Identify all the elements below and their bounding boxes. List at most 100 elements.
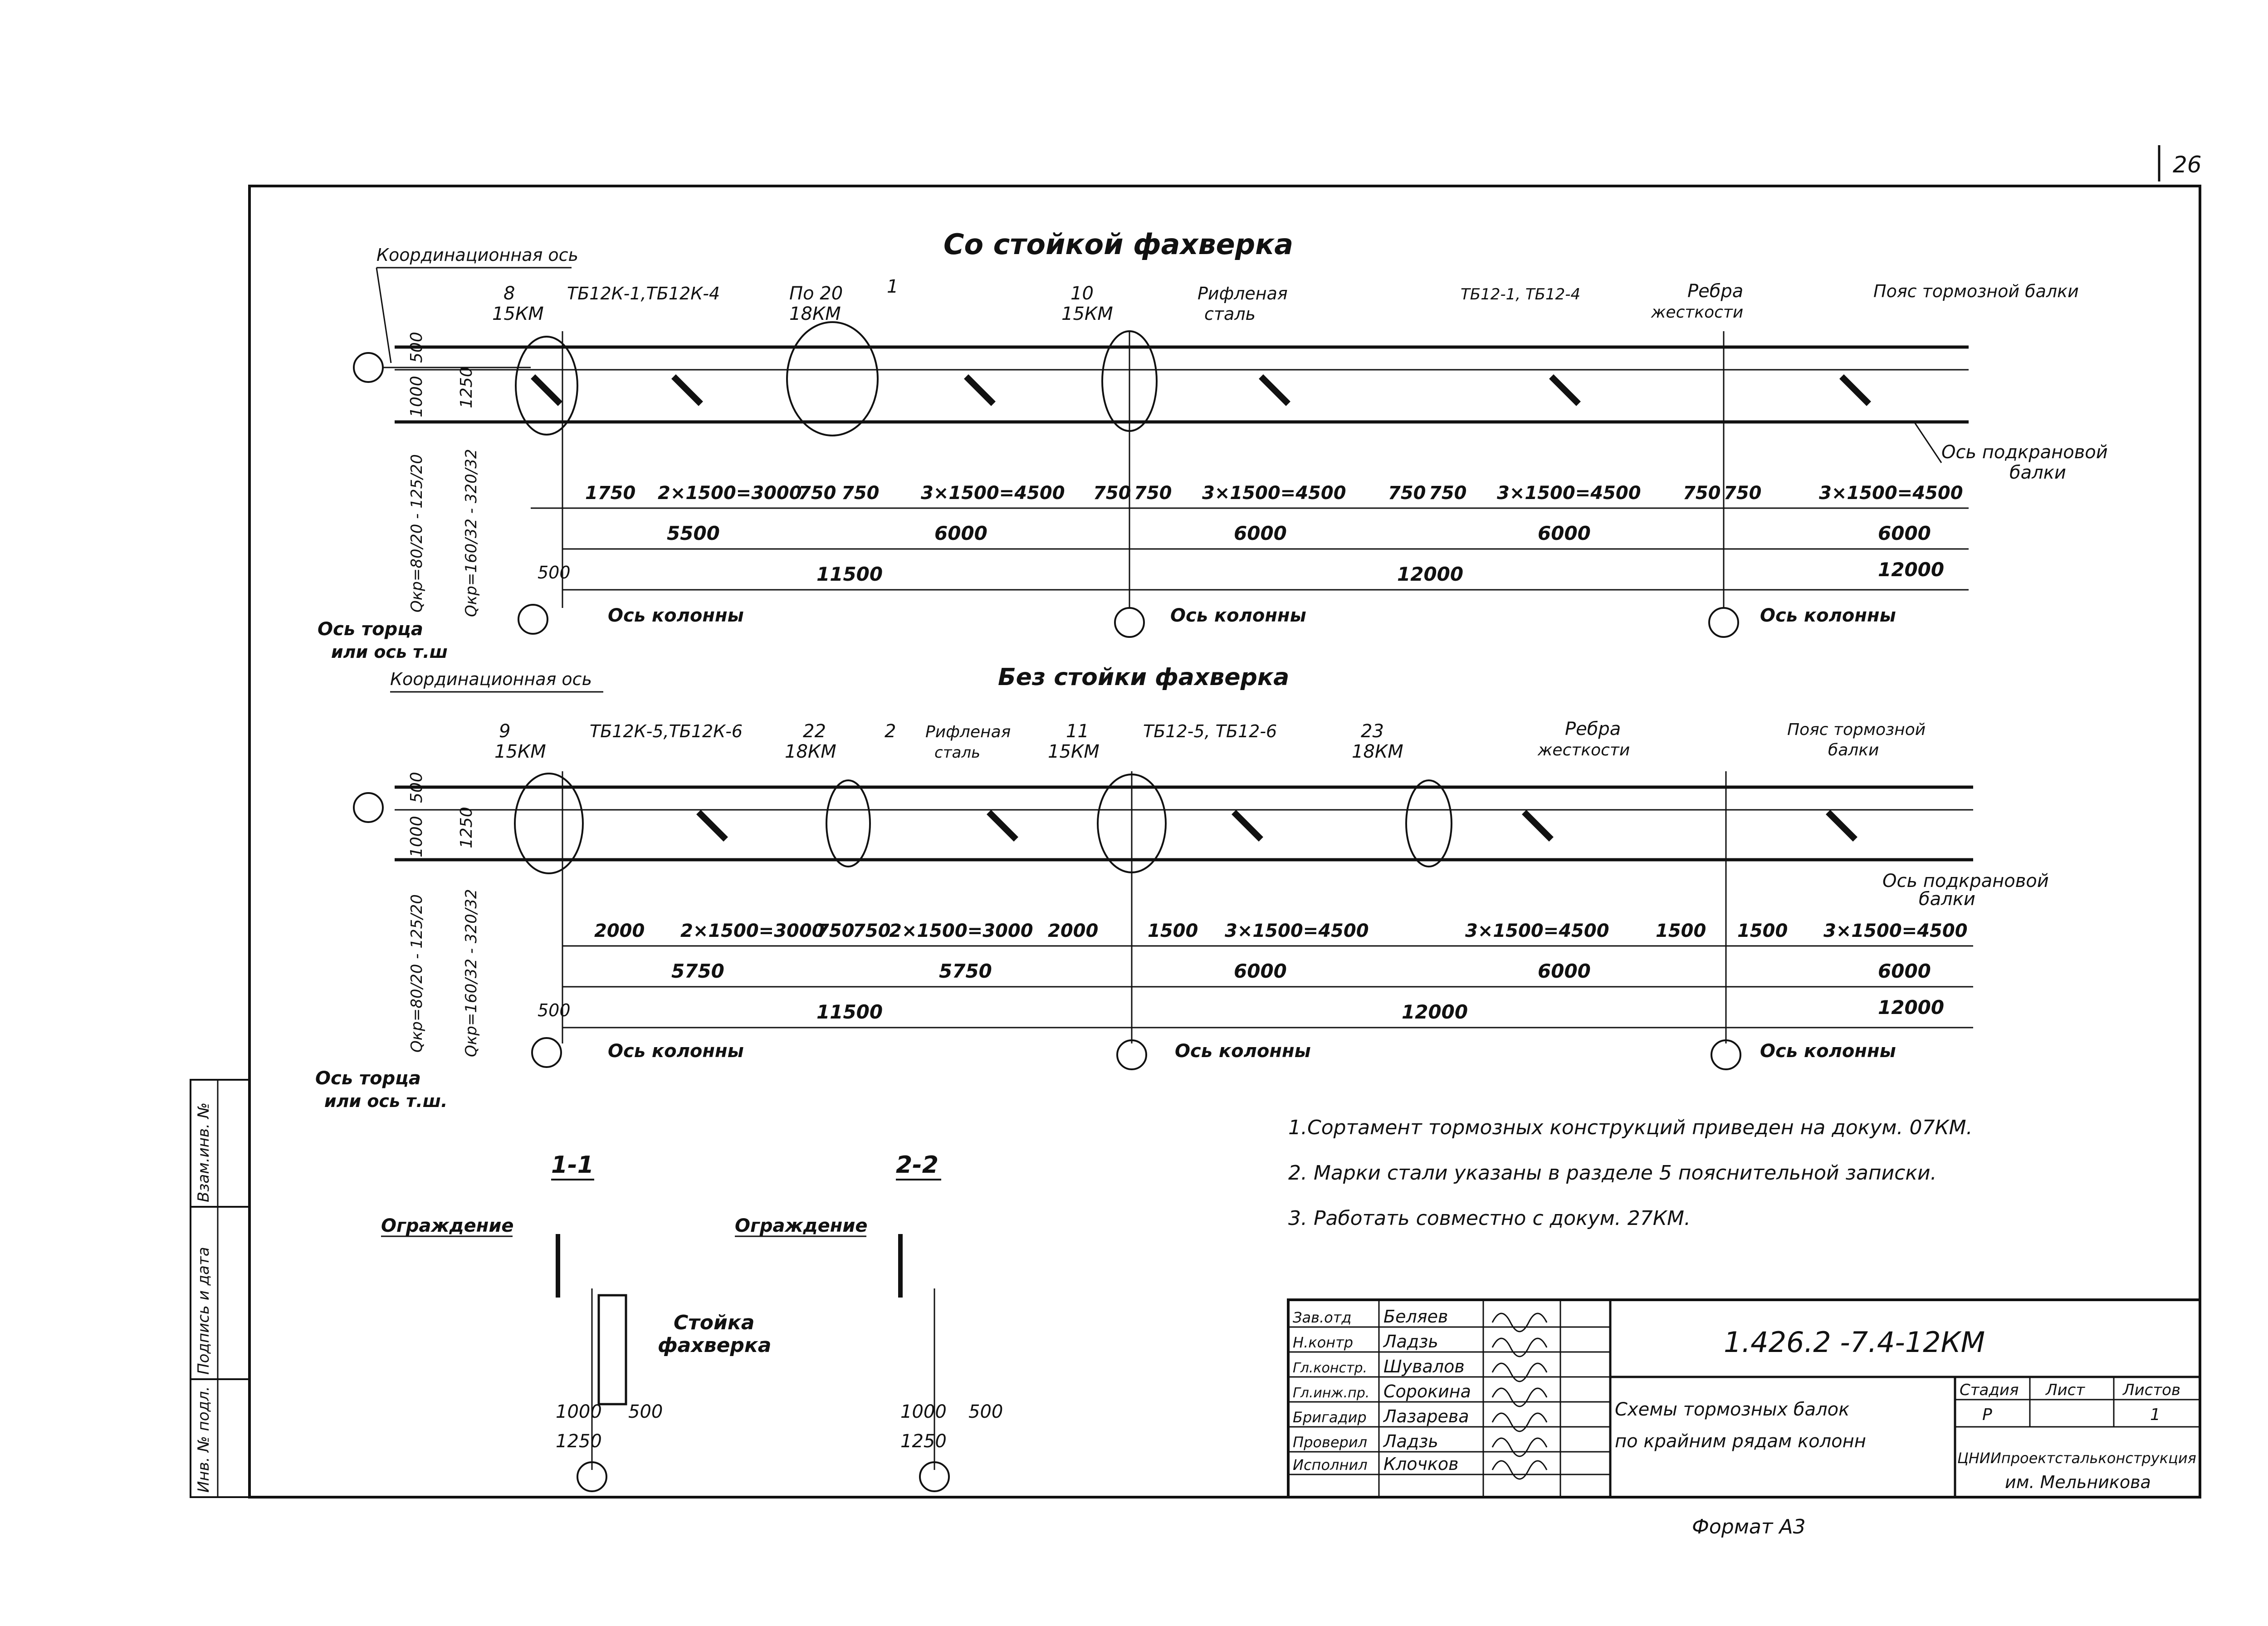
plan2-callout-ring-1	[514, 773, 584, 874]
section-dimension: 500	[628, 1401, 663, 1422]
plan1-coord-axis-bubble	[353, 352, 384, 383]
span-dimension: 750	[853, 921, 891, 941]
section-1-axis-bubble	[577, 1461, 607, 1492]
margin-label: Инв. № подл.	[195, 1386, 213, 1493]
span-dimension: 6000	[1538, 960, 1591, 982]
span-dimension: 750	[1724, 483, 1762, 504]
note-line: 3. Работать совместно с докум. 27КМ.	[1288, 1207, 1691, 1230]
plan1-column-bubble-2	[1114, 607, 1145, 638]
plan2-end-axis-bubble	[531, 1037, 562, 1068]
span-dimension: 3×1500=4500	[1819, 483, 1963, 504]
plan2-hatch-1	[696, 810, 728, 842]
plan1-coord-axis-label: Координационная ось	[376, 245, 578, 265]
left-dimension: 1250	[457, 807, 476, 848]
span-dimension: 750	[1093, 483, 1131, 504]
drawing-name: Схемы тормозных балок	[1615, 1399, 1849, 1420]
crane-capacity-note: Qкр=80/20 - 125/20	[408, 454, 426, 612]
callout-mark: 8	[503, 283, 515, 304]
signature-scribble	[1491, 1313, 1548, 1332]
span-dimension: 5750	[939, 960, 992, 982]
left-dimension: 1000	[407, 816, 426, 857]
end-axis-label: Ось торца	[318, 619, 423, 640]
span-dimension: 750	[1388, 483, 1426, 504]
title-block: Зав.отд Н.контр Гл.констр. Гл.инж.пр. Бр…	[1287, 1298, 2201, 1499]
organization-name: им. Мельникова	[2005, 1472, 2151, 1492]
margin-label: Взам.инв. №	[195, 1102, 213, 1202]
signature-scribble	[1491, 1412, 1548, 1432]
span-dimension: 750	[816, 921, 855, 941]
post-label: Стойка	[674, 1311, 754, 1334]
span-dimension: 2000	[1048, 921, 1098, 941]
fence-label: Ограждение	[735, 1215, 868, 1236]
callout-mark: ТБ12-5, ТБ12-6	[1143, 721, 1277, 741]
tb-role: Исполнил	[1293, 1456, 1368, 1474]
callout-mark: 15КМ	[494, 741, 546, 762]
tb-person: Ладзь	[1383, 1431, 1438, 1451]
callout-mark: 22	[803, 721, 826, 742]
tb-role: Гл.инж.пр.	[1293, 1385, 1369, 1401]
callout-mark: 18КМ	[1352, 741, 1403, 762]
left-dimension: 1000	[407, 376, 426, 417]
bay-dimension: 12000	[1397, 563, 1463, 585]
span-dimension: 2000	[594, 921, 645, 941]
stage-value: Р	[1982, 1406, 1992, 1424]
plan1-end-axis-bubble	[518, 604, 548, 635]
column-axis-label: Ось колонны	[608, 605, 744, 626]
section-dimension: 1250	[556, 1431, 602, 1452]
plan1-hatch-6	[1839, 374, 1871, 406]
crane-axis-leader	[1913, 421, 1942, 463]
end-offset-dimension: 500	[538, 563, 571, 583]
span-dimension: 3×1500=4500	[1465, 921, 1609, 941]
span-dimension: 3×1500=4500	[921, 483, 1065, 504]
callout-mark: ТБ12К-1,ТБ12К-4	[567, 284, 720, 304]
section-2-axis-bubble	[919, 1461, 950, 1492]
span-dimension: 750	[798, 483, 836, 504]
crane-beam-axis-label: балки	[2009, 462, 2066, 483]
bay-dimension: 11500	[816, 1001, 883, 1023]
post-label: фахверка	[658, 1334, 771, 1357]
plan1-hatch-2	[671, 374, 703, 406]
sheets-label: Листов	[2122, 1381, 2180, 1399]
callout-mark: ТБ12К-5,ТБ12К-6	[590, 721, 743, 741]
tb-role: Проверил	[1293, 1434, 1367, 1451]
organization-name: ЦНИИпроектстальконструкция	[1957, 1450, 2196, 1467]
page-number: 26	[2173, 152, 2202, 178]
callout-mark: 15КМ	[1048, 741, 1100, 762]
plan2-column-bubble-3	[1711, 1039, 1741, 1070]
span-dimension: 1500	[1737, 921, 1788, 941]
span-dimension: 5750	[671, 960, 724, 982]
plan2-callout-ring-4	[1405, 779, 1452, 867]
plan2-coord-axis-bubble	[353, 792, 384, 823]
signature-scribble	[1491, 1460, 1548, 1480]
crane-beam-axis-label: Ось подкрановой	[1882, 871, 2049, 891]
crane-beam-axis-label: Ось подкрановой	[1941, 442, 2108, 463]
left-dimension: 500	[407, 772, 426, 803]
callout-mark: Ребра	[1565, 719, 1621, 740]
end-offset-dimension: 500	[538, 1000, 571, 1020]
plan1-hatch-3	[964, 374, 996, 406]
callout-mark: Пояс тормозной балки	[1873, 281, 2079, 301]
span-dimension: 2×1500=3000	[889, 921, 1033, 941]
plan1-title: Со стойкой фахверка	[943, 228, 1293, 261]
callout-mark: ТБ12-1, ТБ12-4	[1461, 285, 1580, 304]
plan1-hatch-1	[531, 374, 562, 406]
sheets-value: 1	[2150, 1406, 2160, 1424]
span-dimension: 750	[1683, 483, 1721, 504]
callout-mark: По 20	[789, 283, 843, 304]
callout-mark: 9	[499, 721, 510, 742]
section-dimension: 500	[968, 1401, 1003, 1422]
plan1-hatch-5	[1549, 374, 1581, 406]
plan1-callout-ring-2	[786, 321, 879, 436]
plan2-hatch-5	[1826, 810, 1857, 842]
callout-mark: Рифленая	[925, 723, 1011, 741]
document-code: 1.426.2 -7.4-12КМ	[1724, 1326, 1985, 1359]
span-dimension: 6000	[1878, 960, 1931, 982]
title-block-frame	[1287, 1298, 2201, 1499]
note-line: 2. Марки стали указаны в разделе 5 поясн…	[1288, 1161, 1937, 1185]
plan2-hatch-2	[987, 810, 1018, 842]
column-axis-label: Ось колонны	[1760, 1041, 1896, 1062]
signature-scribble	[1491, 1387, 1548, 1407]
section-title: 2-2	[896, 1151, 938, 1179]
callout-mark: 15КМ	[492, 304, 544, 324]
fence-label: Ограждение	[381, 1215, 514, 1236]
